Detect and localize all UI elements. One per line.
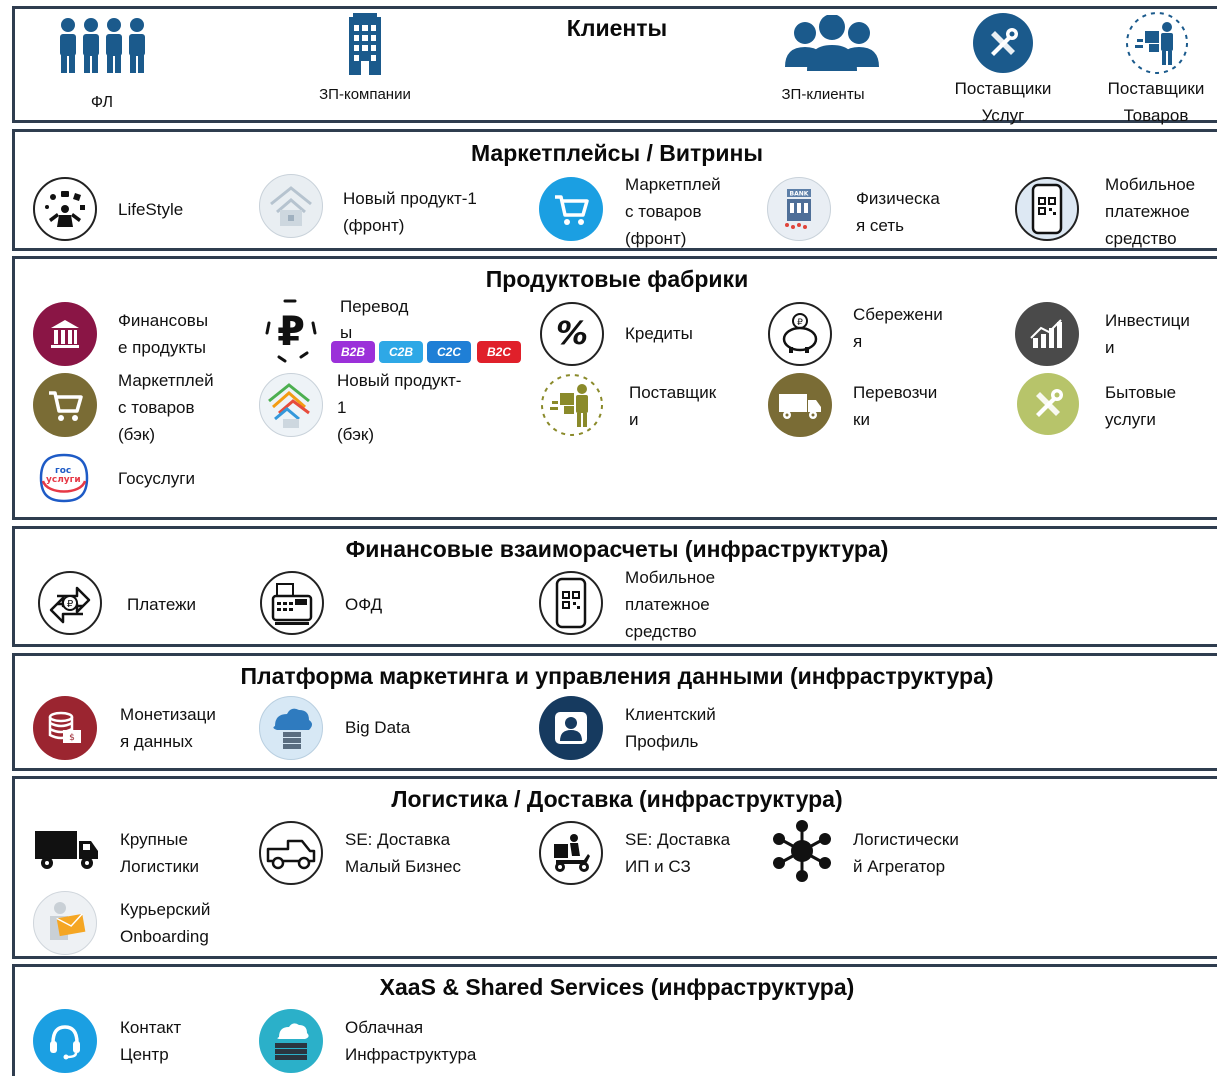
cloud-server-icon [259,696,323,760]
svg-text:BANK: BANK [790,191,809,198]
ruble-transfer-icon: ₽ [255,297,327,365]
item-label: Контакт Центр [120,1018,182,1064]
item-label: Поставщик и [629,383,717,429]
client-label: Поставщики Товаров [1107,79,1205,125]
item-label: Новый продукт- 1 (бэк) [337,371,462,444]
item-label: SE: Доставка Малый Бизнес [345,830,461,876]
item-label: Перевод ы [340,297,409,342]
item-label: Облачная Инфраструктура [345,1018,477,1064]
courier-envelope-icon [33,891,97,955]
delivery-man-icon [540,373,604,437]
users-icon [777,15,887,77]
mobile-qr-icon [1015,177,1079,241]
truck-icon [768,373,832,437]
bank-columns-icon [33,302,97,366]
lifestyle-icon [33,177,97,241]
svg-text:$: $ [69,733,75,743]
client-label: ФЛ [90,94,114,111]
client-label: Поставщики Услуг [954,79,1052,125]
exchange-icon: ₽ [38,571,102,635]
item-label: Клиентский Профиль [625,705,716,751]
svg-text:₽: ₽ [797,318,803,328]
bank-icon: BANK [767,177,831,241]
people-group-icon [53,15,153,75]
pickup-truck-icon [259,821,323,885]
gosuslugi-logo-text-2: услуги [46,475,81,485]
cart-icon [33,373,97,437]
section-clients: Клиенты ФЛ [12,6,1217,125]
piggy-bank-icon: ₽ [768,302,832,366]
item-label: Курьерский Onboarding [120,900,211,946]
cloud-infra-icon [259,1009,323,1073]
client-label: ЗП-компании [319,86,411,103]
network-hub-icon [770,819,834,883]
houses-color-icon [259,373,323,437]
item-label: Крупные Логистики [120,830,200,876]
houses-icon [259,174,323,238]
user-profile-icon [539,696,603,760]
growth-chart-icon [1015,302,1079,366]
item-label: Финансовы е продукты [118,311,209,357]
truck-icon [31,821,101,877]
section-logistics: Логистика / Доставка (инфраструктура) Кр… [12,776,1217,959]
delivery-man-icon [1125,11,1189,75]
item-label: Big Data [345,718,411,737]
item-label: ОФД [345,595,383,614]
tools-icon [973,13,1033,73]
tag-c2b: C2B [379,341,423,363]
gosuslugi-logo: гос услуги [37,451,91,505]
item-label: Физическа я сеть [856,189,940,235]
item-label: Мобильное платежное средство [1105,175,1196,248]
item-label: Кредиты [625,324,693,343]
client-label: ЗП-клиенты [781,86,865,103]
svg-text:₽: ₽ [277,309,305,355]
section-marketplaces: Маркетплейсы / Витрины LifeStyle [12,129,1217,251]
database-money-icon: $ [33,696,97,760]
item-label: Сбережени я [853,305,943,351]
item-label: Мобильное платежное средство [625,568,716,641]
section-title: Финансовые взаиморасчеты (инфраструктура… [345,536,889,562]
item-label: Платежи [127,595,196,614]
item-label: Перевозчи ки [853,383,938,429]
office-building-icon [345,13,385,77]
item-label: Маркетплей с товаров (фронт) [625,175,721,248]
item-label: Бытовые услуги [1105,383,1177,429]
section-marketing-platform: Платформа маркетинга и управления данным… [12,653,1217,771]
mobile-qr-icon [539,571,603,635]
item-label: Логистически й Агрегатор [853,830,959,876]
section-title: XaaS & Shared Services (инфраструктура) [379,974,855,1000]
item-label: Инвестици и [1105,311,1190,357]
svg-text:₽: ₽ [67,599,74,610]
headset-icon [33,1009,97,1073]
item-label: Монетизаци я данных [120,705,216,751]
section-title: Клиенты [566,15,668,41]
svg-text:%: % [556,314,588,352]
scooter-courier-icon [539,821,603,885]
section-title: Платформа маркетинга и управления данным… [240,663,994,689]
section-title: Логистика / Доставка (инфраструктура) [391,786,843,812]
item-label: Маркетплей с товаров (бэк) [118,371,214,444]
gosuslugi-logo-text-1: гос [55,466,71,476]
percent-icon: % [540,302,604,366]
cash-register-icon [260,571,324,635]
item-label: SE: Доставка ИП и СЗ [625,830,731,876]
section-factories: Продуктовые фабрики Финансовы е продукты… [12,256,1217,520]
section-finance-infra: Финансовые взаиморасчеты (инфраструктура… [12,526,1217,647]
section-xaas: XaaS & Shared Services (инфраструктура) … [12,964,1217,1076]
tag-c2c: C2C [427,341,471,363]
section-title: Маркетплейсы / Витрины [470,140,763,166]
cart-icon [539,177,603,241]
tag-b2b: B2B [331,341,375,363]
tag-b2c: B2C [477,341,521,363]
section-title: Продуктовые фабрики [485,266,749,292]
tools-icon [1017,373,1079,435]
item-label: Госуслуги [118,469,195,488]
item-label: Новый продукт-1 (фронт) [343,189,477,235]
item-label: LifeStyle [118,200,184,219]
